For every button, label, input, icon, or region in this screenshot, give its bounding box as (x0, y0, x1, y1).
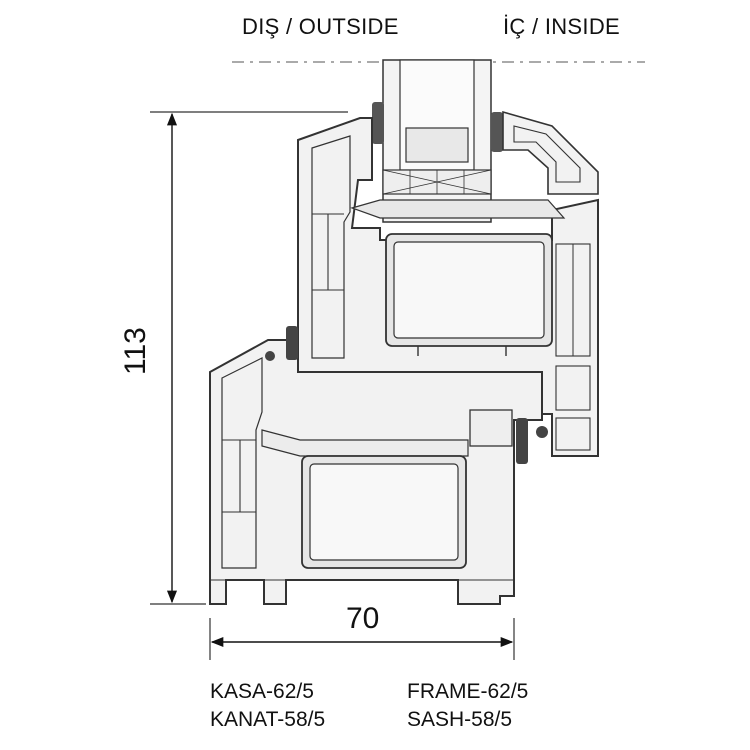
width-dimension (209, 618, 515, 660)
sash-reinforcement (385, 233, 553, 347)
glazing-gaskets (372, 102, 503, 152)
width-dimension-label: 70 (346, 602, 380, 635)
glazing-unit (382, 59, 492, 223)
sealing-gaskets (265, 326, 548, 464)
glazing-bead (502, 110, 599, 195)
height-dimension-label: 113 (119, 327, 152, 375)
header-outside: DIŞ / OUTSIDE (242, 14, 399, 39)
height-dimension (150, 111, 348, 605)
sash-code-label: KANAT-58/5 (210, 708, 326, 731)
frame-english-label: FRAME-62/5 (407, 680, 529, 703)
frame-code-label: KASA-62/5 (210, 680, 314, 703)
frame-reinforcement (301, 455, 467, 569)
sash-english-label: SASH-58/5 (407, 708, 513, 731)
header-inside: İÇ / INSIDE (503, 14, 620, 39)
